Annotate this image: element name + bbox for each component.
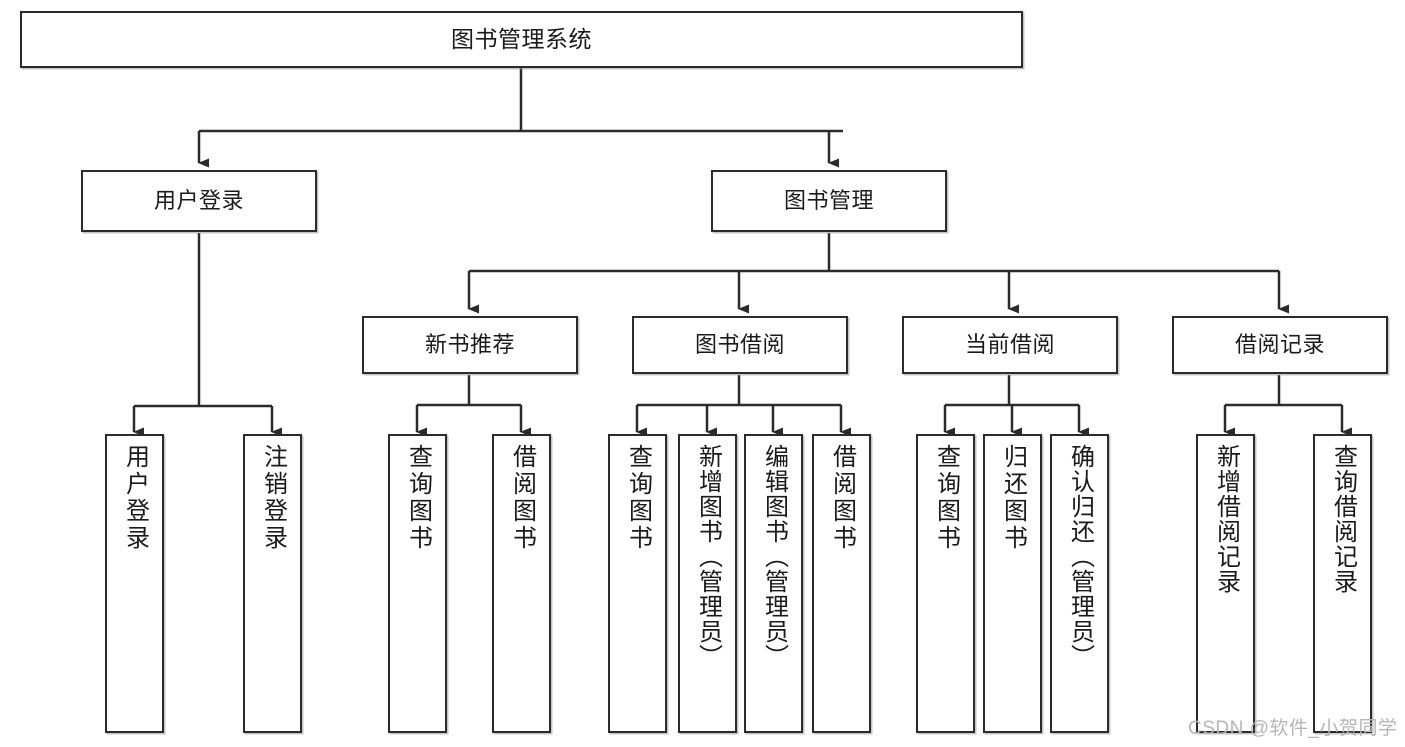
node-label: 新增图书（管理员） [694,444,722,669]
node-label: 新书推荐 [424,332,515,358]
node-borrow-record[interactable]: 借阅记录 [1172,316,1388,374]
node-label: 归还图书 [999,444,1027,552]
node-label: 图书借阅 [694,332,785,358]
node-label: 借阅图书 [508,444,536,552]
node-root-library-system[interactable]: 图书管理系统 [20,11,1023,68]
node-label: 用户登录 [153,188,244,214]
node-user-login[interactable]: 用户登录 [81,170,317,232]
csdn-watermark: CSDN @软件_小贺同学 [1188,718,1398,739]
leaf-add-book-admin[interactable]: 新增图书（管理员） [678,434,737,733]
leaf-query-book-borrow[interactable]: 查询图书 [608,434,667,733]
node-book-management[interactable]: 图书管理 [711,170,947,232]
node-label: 注销登录 [259,444,287,552]
node-label: 查询图书 [932,444,960,552]
node-label: 用户登录 [121,444,149,552]
leaf-query-book-recommend[interactable]: 查询图书 [388,434,447,733]
node-label: 查询图书 [404,444,432,552]
node-book-borrow[interactable]: 图书借阅 [632,316,848,374]
node-label: 图书管理 [783,188,874,214]
node-label: 新增借阅记录 [1212,444,1240,594]
leaf-return-book[interactable]: 归还图书 [983,434,1042,733]
node-label: 编辑图书（管理员） [760,444,788,669]
leaf-query-book-current[interactable]: 查询图书 [916,434,975,733]
node-label: 借阅记录 [1234,332,1325,358]
node-label: 借阅图书 [828,444,856,552]
node-current-borrow[interactable]: 当前借阅 [902,316,1118,374]
node-label: 确认归还（管理员） [1066,444,1094,669]
leaf-confirm-return-admin[interactable]: 确认归还（管理员） [1050,434,1109,733]
leaf-borrow-book-recommend[interactable]: 借阅图书 [492,434,551,733]
leaf-logout[interactable]: 注销登录 [243,434,302,733]
node-label: 查询图书 [624,444,652,552]
leaf-user-login[interactable]: 用户登录 [105,434,164,733]
leaf-borrow-book[interactable]: 借阅图书 [812,434,871,733]
leaf-query-borrow-record[interactable]: 查询借阅记录 [1313,434,1372,733]
node-label: 当前借阅 [964,332,1055,358]
node-label: 查询借阅记录 [1329,444,1357,594]
leaf-edit-book-admin[interactable]: 编辑图书（管理员） [744,434,803,733]
node-label: 图书管理系统 [451,25,592,52]
leaf-add-borrow-record[interactable]: 新增借阅记录 [1196,434,1255,733]
node-new-book-recommend[interactable]: 新书推荐 [362,316,578,374]
